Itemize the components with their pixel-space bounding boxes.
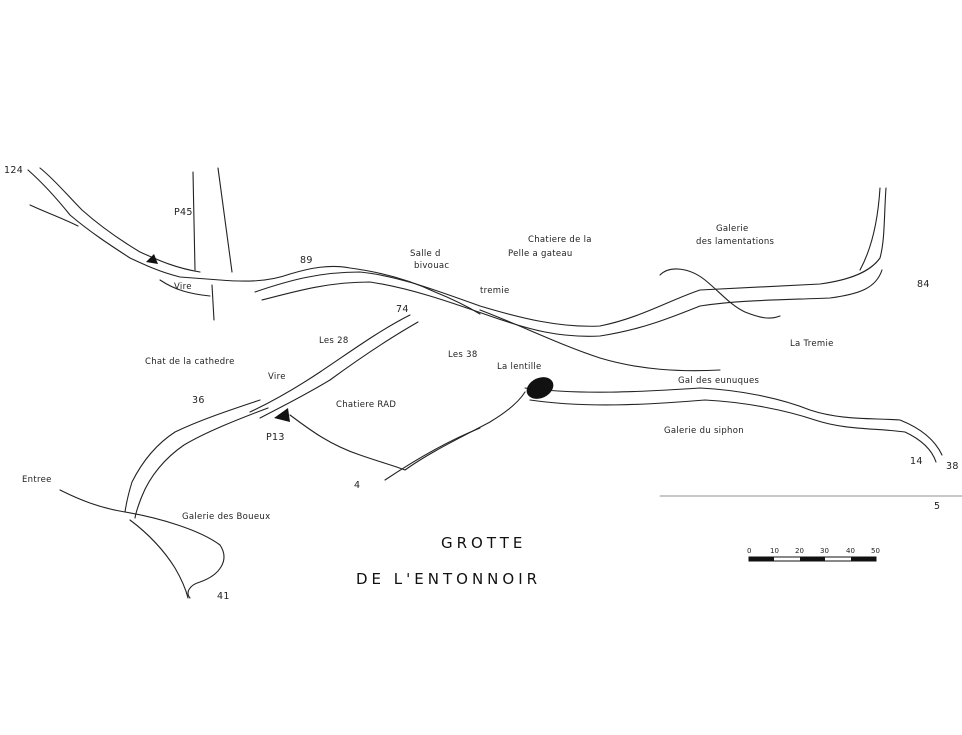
- passage-74: [249, 314, 411, 413]
- label-la-lentille: La lentille: [497, 362, 542, 372]
- label-galerie-boueux: Galerie des Boueux: [182, 512, 271, 522]
- scale-tick-50: 50: [871, 547, 880, 555]
- passage-124-branch: [27, 169, 481, 315]
- label-galerie-1: Galerie: [716, 224, 749, 234]
- scale-tick-40: 40: [846, 547, 855, 555]
- scale-bar: [748, 556, 877, 562]
- p45-tail: [211, 284, 215, 321]
- label-14: 14: [910, 456, 923, 467]
- label-vire-mid: Vire: [268, 372, 286, 382]
- label-41: 41: [217, 591, 230, 602]
- label-les-28: Les 28: [319, 336, 349, 346]
- passage-74-inner: [259, 321, 419, 419]
- label-4: 4: [354, 480, 361, 491]
- label-chatiere-2: Pelle a gateau: [508, 249, 573, 259]
- passage-124-spur: [29, 204, 79, 227]
- label-84: 84: [917, 279, 930, 290]
- label-tremie-small: tremie: [480, 286, 510, 296]
- map-title-line1: GROTTE: [441, 534, 527, 552]
- p45-shaft: [192, 171, 196, 271]
- entree-passage: [59, 489, 225, 599]
- label-la-tremie: La Tremie: [790, 339, 834, 349]
- scale-tick-30: 30: [820, 547, 829, 555]
- label-entree: Entree: [22, 475, 52, 485]
- label-salle-1: Salle d: [410, 249, 441, 259]
- label-chatiere-1: Chatiere de la: [528, 235, 592, 245]
- main-upper-gallery-lower: [261, 269, 883, 337]
- label-p45: P45: [174, 207, 193, 218]
- passage-36: [124, 399, 261, 513]
- boueux-inner: [129, 519, 189, 599]
- main-upper-gallery: [254, 187, 887, 327]
- label-89: 89: [300, 255, 313, 266]
- map-title-line2: DE L'ENTONNOIR: [356, 570, 542, 588]
- label-les-38: Les 38: [448, 350, 478, 360]
- passage-36-inner: [134, 407, 269, 519]
- label-galerie-2: des lamentations: [696, 237, 775, 247]
- label-38: 38: [946, 461, 959, 472]
- scale-tick-10: 10: [770, 547, 779, 555]
- tremie-area: [659, 268, 781, 319]
- la-lentille-pool: [526, 377, 554, 399]
- label-galerie-siphon: Galerie du siphon: [664, 426, 744, 436]
- p13-pit: [274, 408, 290, 422]
- siphon-gallery-inner: [529, 399, 937, 463]
- passage-4-lower: [384, 427, 481, 481]
- label-36: 36: [192, 395, 205, 406]
- label-vire-top: Vire: [174, 282, 192, 292]
- passage-4: [289, 391, 526, 471]
- scale-tick-20: 20: [795, 547, 804, 555]
- label-74: 74: [396, 304, 409, 315]
- passage-vire-top: [159, 279, 211, 297]
- label-124: 124: [4, 165, 24, 176]
- passage-124-branch-inner: [39, 167, 201, 273]
- label-chat-cathedre: Chat de la cathedre: [145, 357, 235, 367]
- label-p13: P13: [266, 432, 285, 443]
- mid-passage: [479, 309, 721, 372]
- label-5: 5: [934, 501, 941, 512]
- lamentations-tip: [859, 187, 881, 271]
- label-chatiere-rad: Chatiere RAD: [336, 400, 397, 410]
- p45-shaft-right: [217, 167, 233, 273]
- label-gal-eunuques: Gal des eunuques: [678, 376, 760, 386]
- scale-tick-0: 0: [747, 547, 752, 555]
- siphon-gallery: [524, 387, 943, 456]
- label-salle-2: bivouac: [414, 261, 450, 271]
- p45-pit: [146, 254, 158, 264]
